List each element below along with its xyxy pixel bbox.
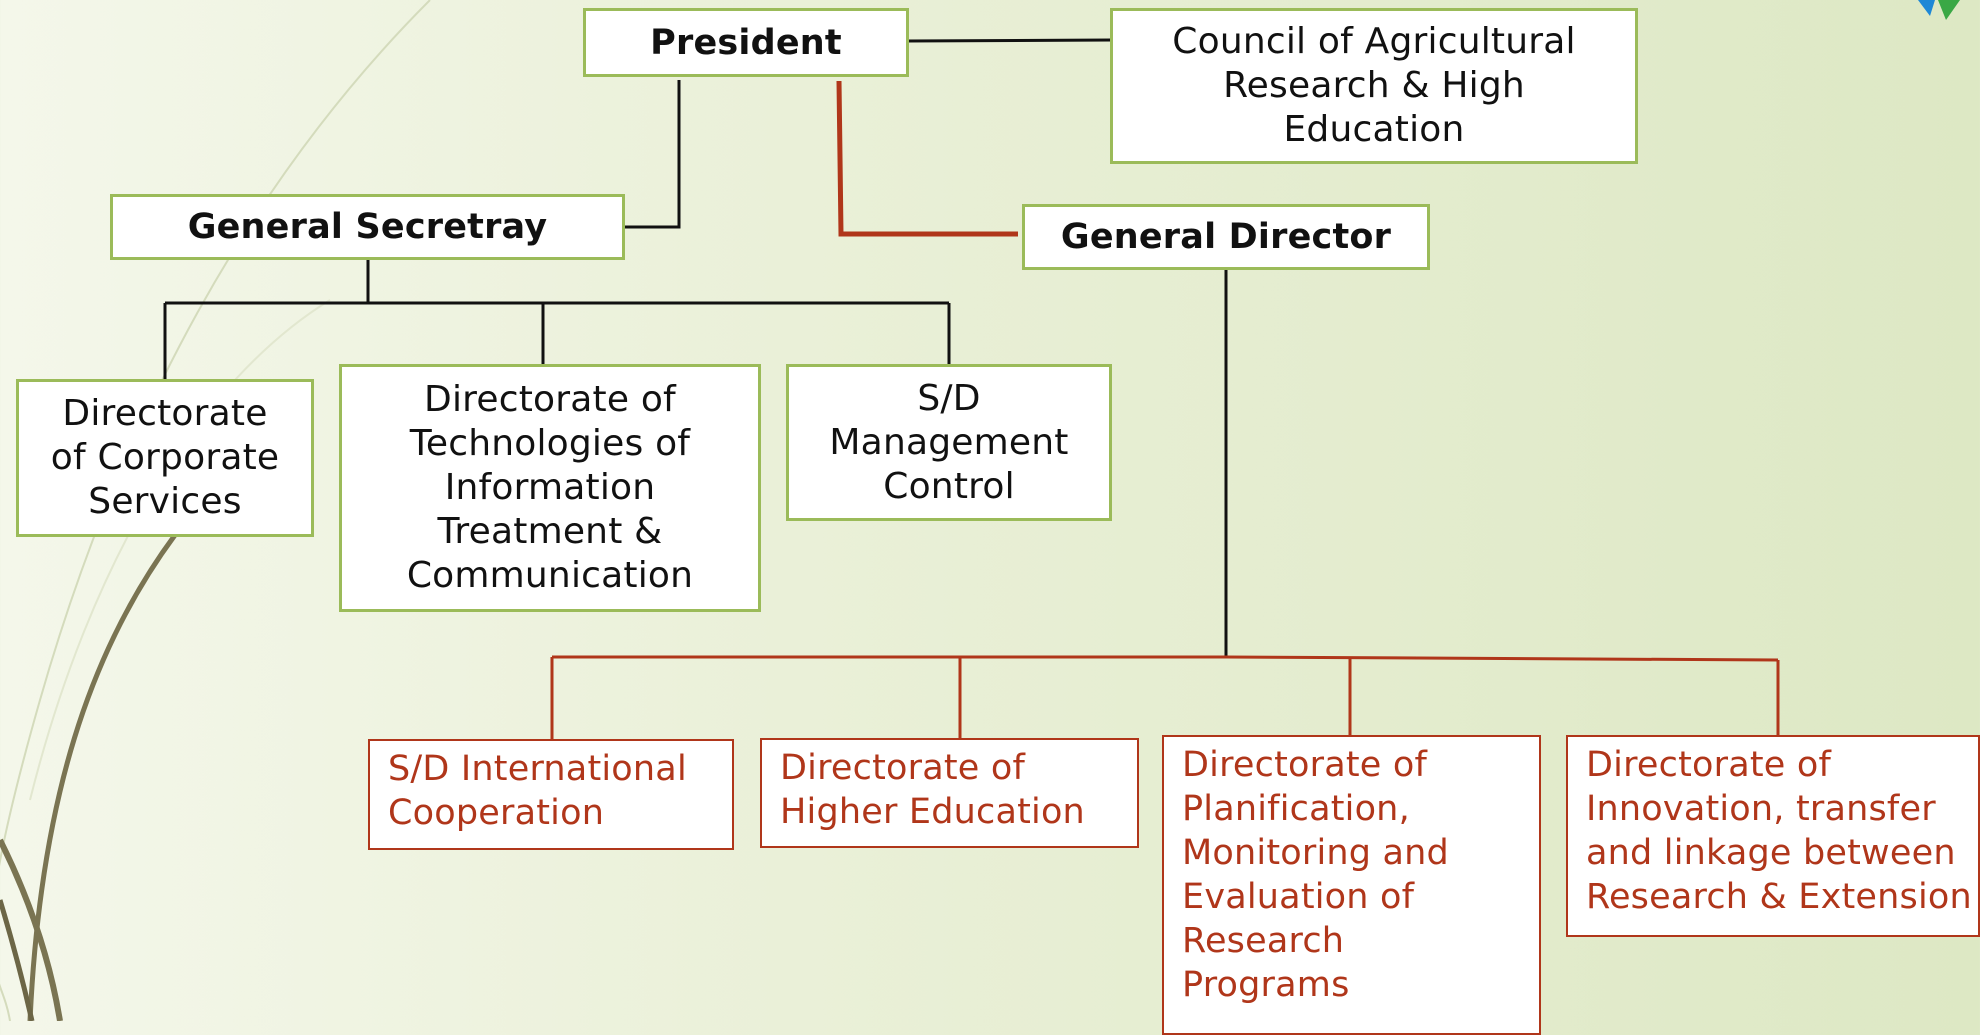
node-council: Council of Agricultural Research & High … — [1110, 8, 1638, 164]
connectors-red — [550, 80, 1780, 739]
node-international-cooperation-label: S/D International Cooperation — [388, 749, 687, 833]
node-general-director: General Director — [1022, 204, 1430, 270]
node-president: President — [583, 8, 909, 77]
connectors-black — [163, 38, 1228, 657]
node-management-control: S/D Management Control — [786, 364, 1112, 521]
node-council-label: Council of Agricultural Research & High … — [1172, 21, 1576, 150]
decor-swoosh-3 — [0, 899, 35, 1021]
node-corporate-services-label: Directorate of Corporate Services — [50, 393, 280, 522]
node-general-secretary-label: General Secretray — [187, 207, 548, 247]
node-planification-monitoring: Directorate of Planification, Monitoring… — [1162, 735, 1541, 1035]
line-director-bus — [552, 655, 1779, 662]
line-president-secretary — [624, 80, 681, 229]
decor-swoosh-main — [27, 533, 178, 1021]
line-president-council — [906, 38, 1113, 43]
node-corporate-services: Directorate of Corporate Services — [16, 379, 314, 537]
node-technologies-information: Directorate of Technologies of Informati… — [339, 364, 761, 612]
line-president-director — [836, 80, 1018, 237]
decor-thin-line — [0, 0, 431, 1021]
node-president-label: President — [650, 22, 842, 63]
node-international-cooperation: S/D International Cooperation — [368, 739, 734, 850]
node-technologies-information-label: Directorate of Technologies of Informati… — [406, 379, 694, 596]
decor-swoosh-2 — [0, 838, 63, 1021]
node-general-secretary: General Secretray — [110, 194, 625, 260]
node-higher-education-label: Directorate of Higher Education — [780, 748, 1085, 832]
node-innovation-transfer: Directorate of Innovation, transfer and … — [1566, 735, 1980, 937]
node-innovation-transfer-label: Directorate of Innovation, transfer and … — [1586, 745, 1972, 917]
logo-icon — [1918, 0, 1960, 20]
node-higher-education: Directorate of Higher Education — [760, 738, 1139, 848]
decor-thin-line-2 — [29, 299, 331, 801]
node-planification-monitoring-label: Directorate of Planification, Monitoring… — [1182, 745, 1449, 1005]
node-general-director-label: General Director — [1060, 217, 1392, 257]
node-management-control-label: S/D Management Control — [829, 377, 1069, 507]
